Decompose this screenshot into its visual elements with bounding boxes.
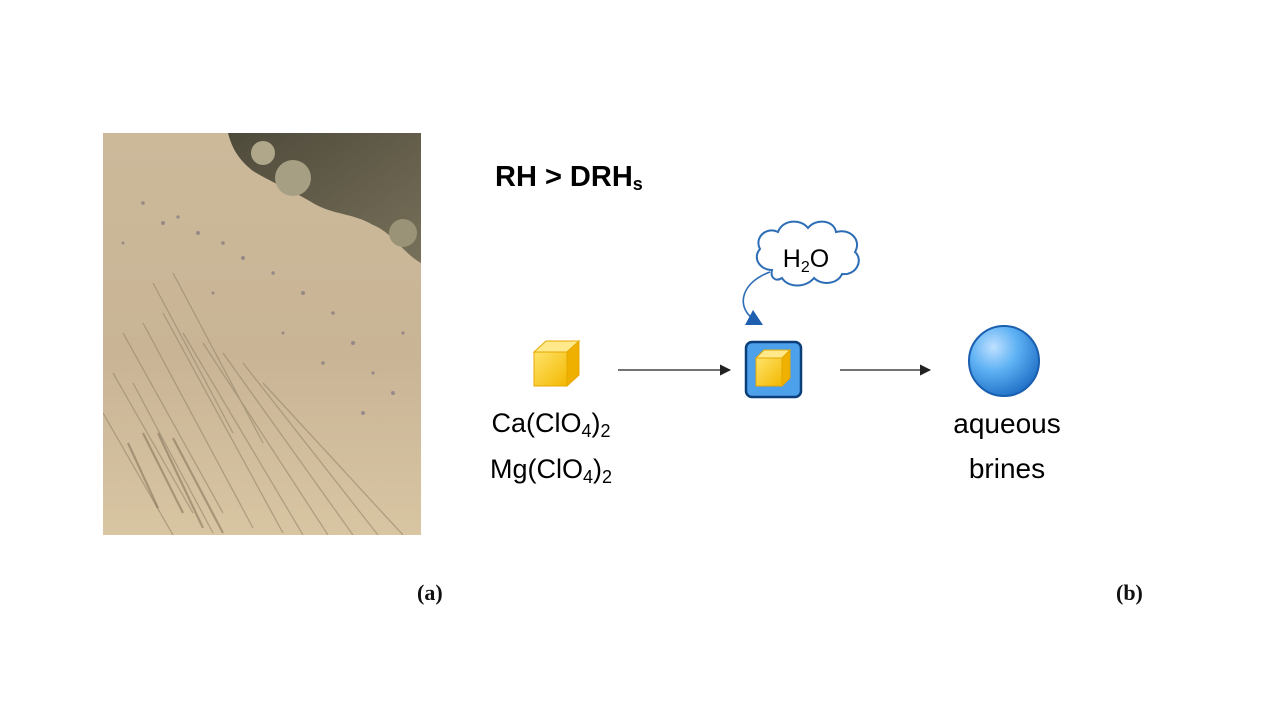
condition-label: RH > DRHs bbox=[495, 161, 643, 194]
water-cloud-icon bbox=[755, 220, 860, 287]
mars-slope-photo bbox=[103, 133, 421, 535]
water-label: H2O bbox=[783, 245, 829, 276]
brine-droplet-icon bbox=[968, 325, 1040, 397]
salt-crystal-icon bbox=[532, 339, 581, 388]
salt-formula-1: Ca(ClO4)2 bbox=[491, 408, 610, 441]
water-uptake-arrowhead-icon bbox=[745, 310, 763, 325]
salt-formula-2: Mg(ClO4)2 bbox=[490, 454, 612, 487]
brine-label-line2: brines bbox=[969, 453, 1045, 484]
water-uptake-arrow bbox=[742, 271, 771, 319]
panel-caption-a: (a) bbox=[417, 580, 443, 605]
brine-label-line1: aqueous bbox=[953, 408, 1060, 439]
coated-crystal-icon bbox=[744, 340, 803, 399]
panel-caption-b: (b) bbox=[1116, 580, 1143, 605]
